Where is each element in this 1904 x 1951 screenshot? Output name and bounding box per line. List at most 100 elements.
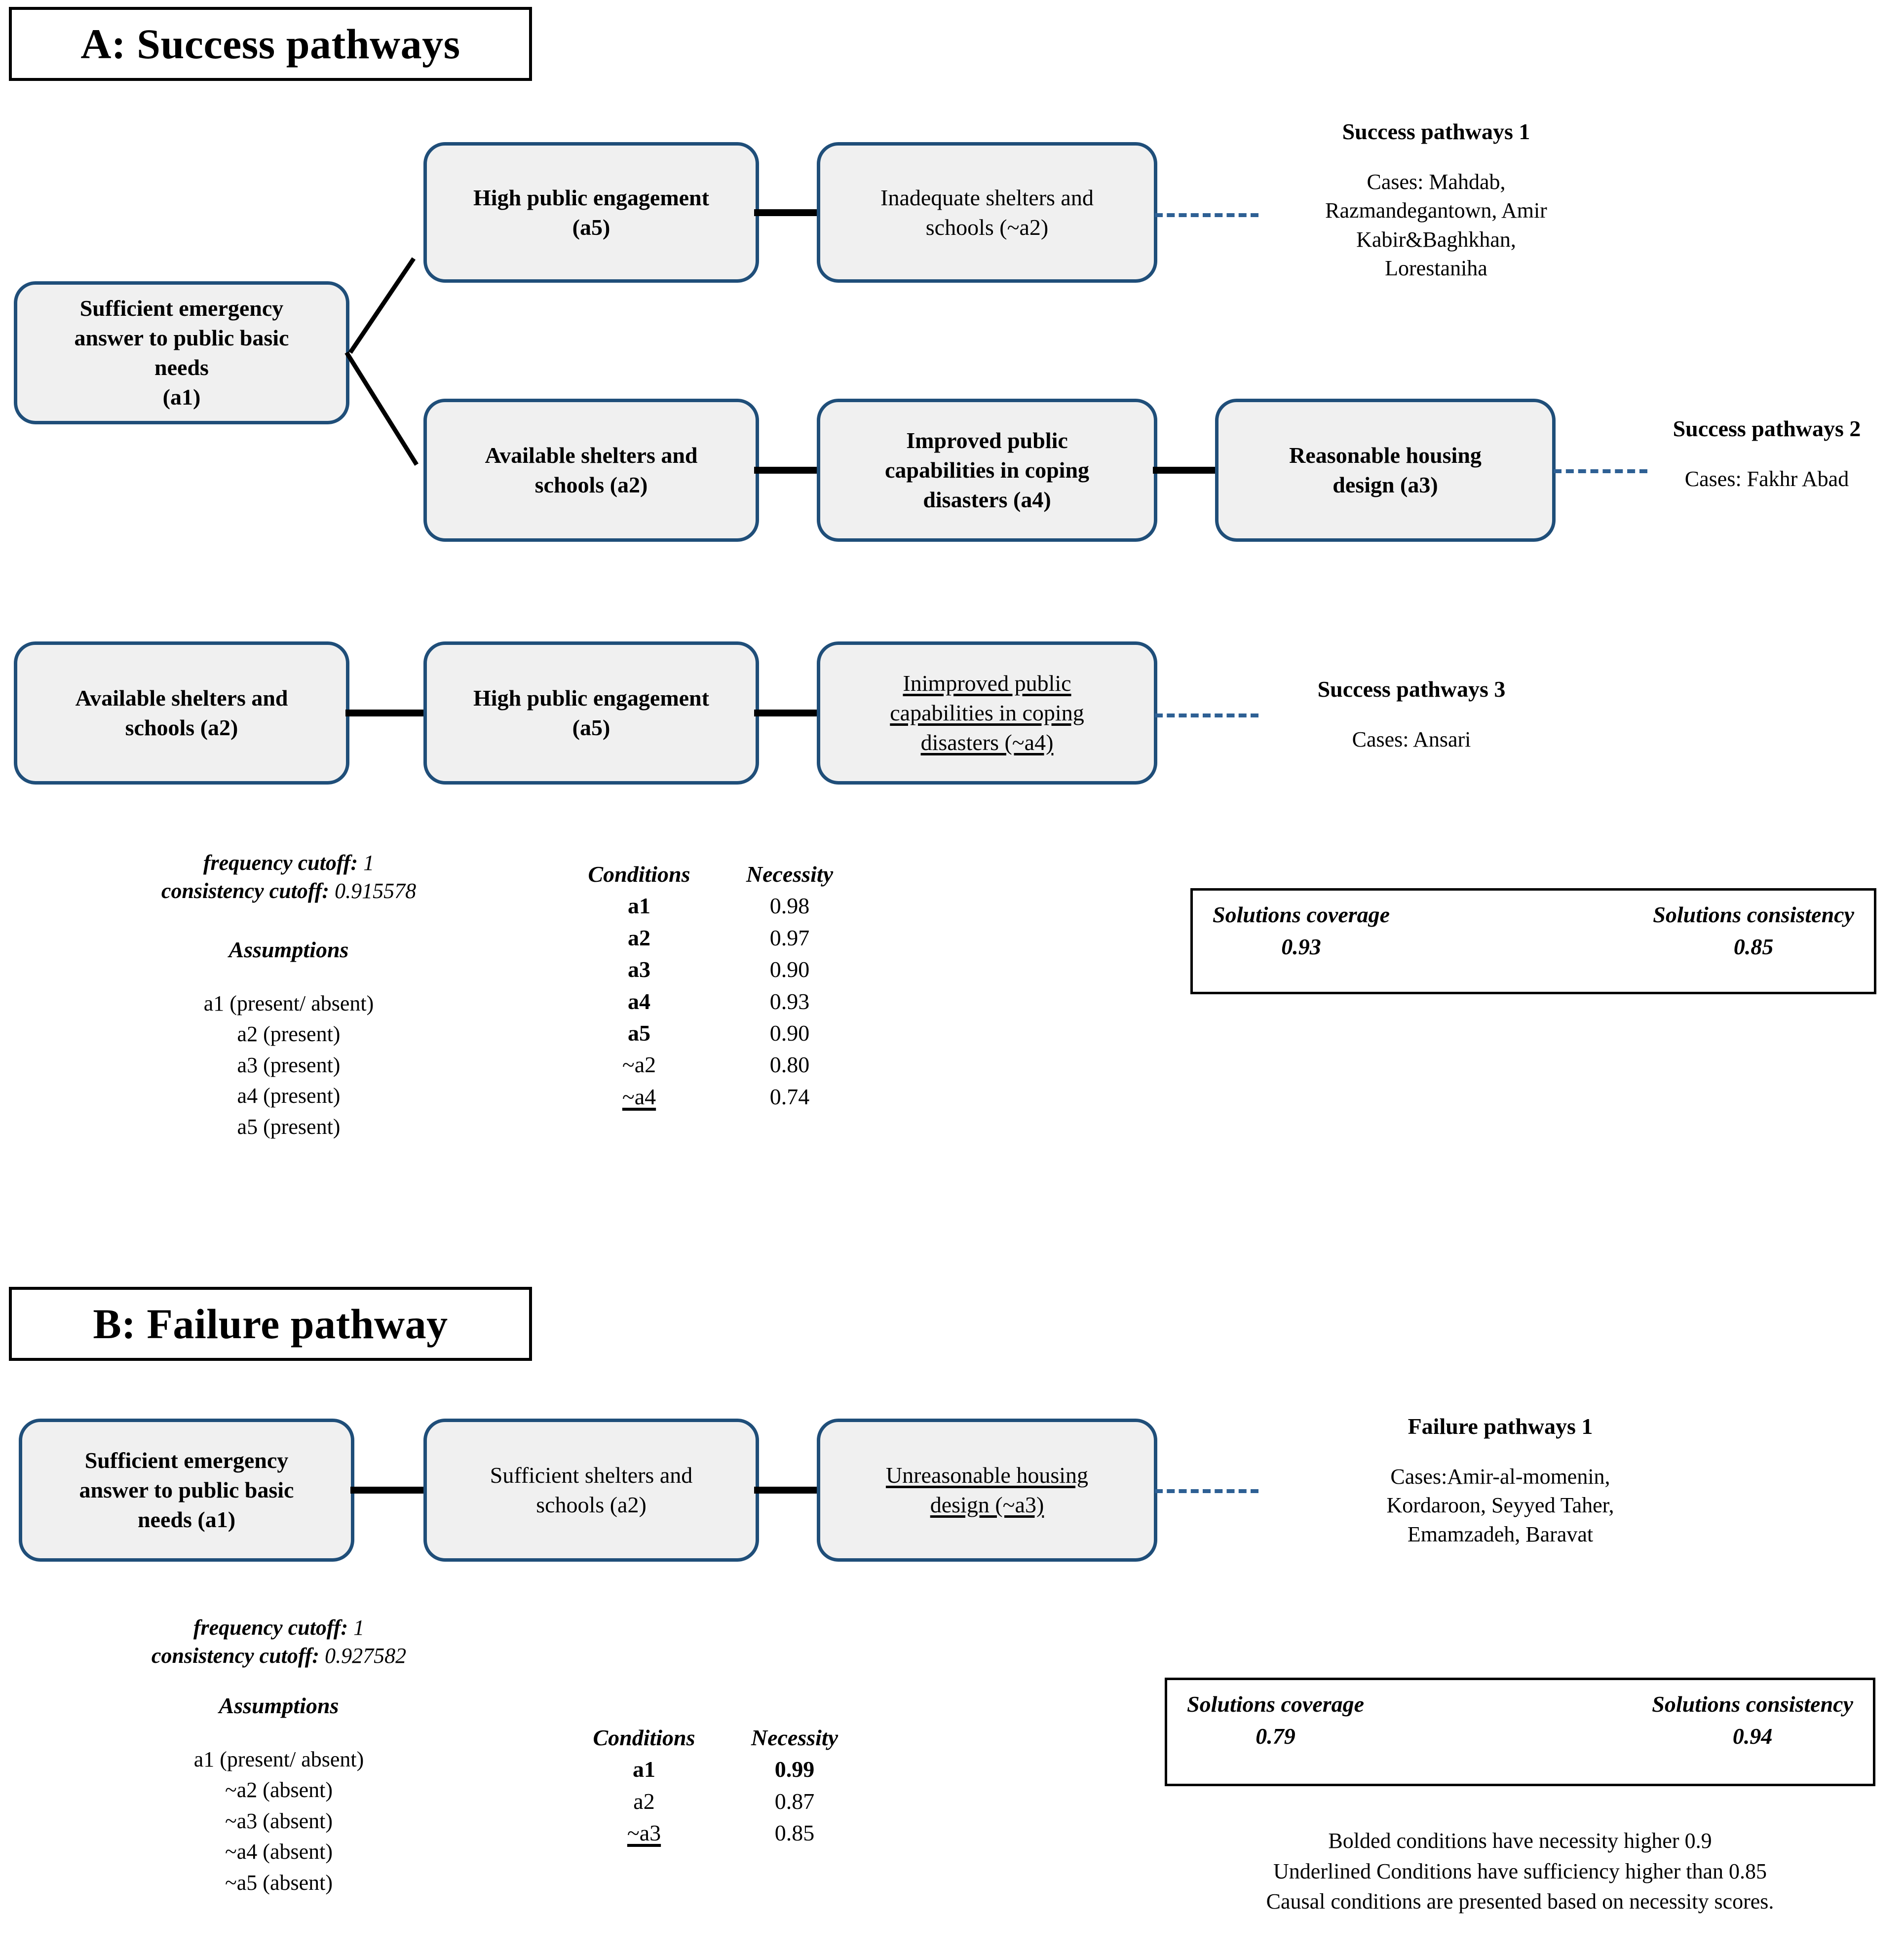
table-row: ~a3 0.85 [568,1817,869,1849]
panel-b-assumptions: Assumptions a1 (present/ absent) ~a2 (ab… [74,1692,484,1898]
table-row: a2 0.97 [563,922,864,954]
cell-condition: a2 [628,925,650,950]
panel-a-solutions-coverage: Solutions coverage 0.93 [1213,901,1390,992]
pathway-failure-1-cases: Cases:Amir-al-momenin, Kordaroon, Seyyed… [1386,1464,1614,1546]
panel-a-solutions-consistency: Solutions consistency 0.85 [1653,901,1854,992]
panel-a-solutions-box: Solutions coverage 0.93 Solutions consis… [1190,888,1876,994]
node-a2-available-row3-label: Available shelters and schools (a2) [75,685,288,740]
cell-condition: ~a2 [622,1052,656,1078]
cell-condition: a3 [628,957,650,982]
panel-a-frequency-cutoff: frequency cutoff: 1 [203,851,375,875]
node-a5-engagement-row3[interactable]: High public engagement (a5) [423,641,759,785]
cell-necessity: 0.80 [769,1052,810,1078]
assumption-item: ~a2 (absent) [225,1778,333,1802]
connector-a2-to-a5-row3 [345,710,427,716]
cell-condition: a1 [633,1757,655,1782]
connector-b-a2-to-nota3 [754,1487,818,1494]
cell-condition: a2 [633,1788,655,1814]
col-header-necessity: Necessity [746,862,834,887]
panel-a-table-header: Conditions Necessity [563,859,864,890]
assumption-item: a4 (present) [237,1084,341,1108]
assumption-item: a2 (present) [237,1022,341,1047]
section-a-title: A: Success pathways [80,20,460,68]
cell-necessity: 0.97 [769,925,810,950]
node-not-a4-inimproved-label: Inimproved public capabilities in coping… [890,671,1084,755]
node-a4-improved-label: Improved public capabilities in coping d… [884,428,1090,512]
col-header-conditions: Conditions [588,862,690,887]
node-not-a4-inimproved[interactable]: Inimproved public capabilities in coping… [817,641,1157,785]
node-a3-housing-label: Reasonable housing design (a3) [1289,443,1482,497]
solutions-coverage-value: 0.79 [1256,1724,1295,1749]
solutions-consistency-value: 0.85 [1733,934,1774,959]
table-row: ~a2 0.80 [563,1049,864,1081]
cell-necessity: 0.85 [774,1820,815,1846]
panel-b-solutions-consistency: Solutions consistency 0.94 [1652,1691,1853,1784]
solutions-consistency-label: Solutions consistency [1652,1691,1853,1717]
solutions-coverage-label: Solutions coverage [1187,1691,1365,1717]
node-b-not-a3[interactable]: Unreasonable housing design (~a3) [817,1419,1157,1562]
node-b-a1[interactable]: Sufficient emergency answer to public ba… [19,1419,354,1562]
panel-a-assumptions: Assumptions a1 (present/ absent) a2 (pre… [84,937,494,1142]
section-a-title-frame: A: Success pathways [9,7,532,81]
connector-a2-to-a4 [754,467,818,474]
panel-a-conditions-table: Conditions Necessity a1 0.98 a2 0.97 a3 … [563,859,864,1113]
node-b-a1-label: Sufficient emergency answer to public ba… [79,1448,294,1532]
pathway-1-title: Success pathways 1 [1342,119,1530,144]
node-a2-available-row2[interactable]: Available shelters and schools (a2) [423,399,759,542]
branch-line-upper [348,257,416,354]
col-header-necessity: Necessity [751,1725,838,1750]
dashed-connector-sp2 [1554,469,1647,473]
panel-b-assumptions-heading: Assumptions [219,1693,339,1718]
panel-a-cutoffs: frequency cutoff: 1 consistency cutoff: … [84,849,494,905]
node-not-a2-inadequate-label: Inadequate shelters and schools (~a2) [880,185,1094,240]
pathway-1-cases: Cases: Mahdab, Razmandegantown, Amir Kab… [1325,169,1547,281]
solutions-consistency-value: 0.94 [1732,1724,1773,1749]
cell-necessity: 0.74 [769,1084,810,1109]
connector-b-a1-to-a2 [350,1487,424,1494]
node-a5-engagement-row3-label: High public engagement (a5) [473,685,709,740]
node-a2-available-row3[interactable]: Available shelters and schools (a2) [14,641,349,785]
dashed-connector-fp1 [1155,1489,1258,1493]
panel-a-consistency-cutoff: consistency cutoff: 0.915578 [161,879,417,903]
footnote-bolded: Bolded conditions have necessity higher … [1328,1829,1712,1853]
pathway-3-title: Success pathways 3 [1317,676,1506,702]
connector-a5-to-nota2 [754,209,818,216]
table-row: a4 0.93 [563,986,864,1017]
dashed-connector-sp1 [1155,213,1258,217]
node-a1-hub[interactable]: Sufficient emergency answer to public ba… [14,281,349,424]
node-a3-housing[interactable]: Reasonable housing design (a3) [1215,399,1556,542]
panel-b-frequency-cutoff: frequency cutoff: 1 [193,1615,365,1640]
cell-condition: a1 [628,893,650,919]
node-not-a2-inadequate[interactable]: Inadequate shelters and schools (~a2) [817,142,1157,283]
node-b-a2[interactable]: Sufficient shelters and schools (a2) [423,1419,759,1562]
table-row: a5 0.90 [563,1017,864,1049]
panel-a-assumptions-heading: Assumptions [228,937,349,962]
table-row: a1 0.99 [568,1754,869,1785]
cell-condition: a4 [628,988,650,1014]
legend-footnotes: Bolded conditions have necessity higher … [1150,1826,1890,1917]
node-a5-engagement-row1-label: High public engagement (a5) [473,185,709,240]
assumption-item: a3 (present) [237,1052,341,1077]
node-a4-improved[interactable]: Improved public capabilities in coping d… [817,399,1157,542]
cell-condition: ~a3 [627,1820,661,1846]
assumption-item: a1 (present/ absent) [193,1747,364,1771]
pathway-note-success-1: Success pathways 1 Cases: Mahdab, Razman… [1263,117,1609,283]
cell-necessity: 0.98 [769,893,810,919]
panel-b-consistency-cutoff: consistency cutoff: 0.927582 [151,1644,407,1668]
node-a5-engagement-row1[interactable]: High public engagement (a5) [423,142,759,283]
solutions-coverage-label: Solutions coverage [1213,902,1390,927]
assumption-item: ~a3 (absent) [225,1808,333,1833]
assumption-item: ~a4 (absent) [225,1839,333,1864]
node-b-a2-label: Sufficient shelters and schools (a2) [490,1463,693,1517]
table-row: a1 0.98 [563,890,864,922]
panel-b-conditions-table: Conditions Necessity a1 0.99 a2 0.87 ~a3… [568,1722,869,1849]
cell-condition: ~a4 [622,1084,656,1109]
cell-necessity: 0.90 [769,1020,810,1046]
pathway-note-success-2: Success pathways 2 Cases: Fakhr Abad [1629,414,1904,493]
panel-b-cutoffs: frequency cutoff: 1 consistency cutoff: … [74,1613,484,1670]
solutions-coverage-value: 0.93 [1281,934,1321,959]
panel-b-solutions-box: Solutions coverage 0.79 Solutions consis… [1165,1678,1875,1786]
section-b-title-frame: B: Failure pathway [9,1287,532,1361]
pathway-2-title: Success pathways 2 [1673,416,1861,441]
